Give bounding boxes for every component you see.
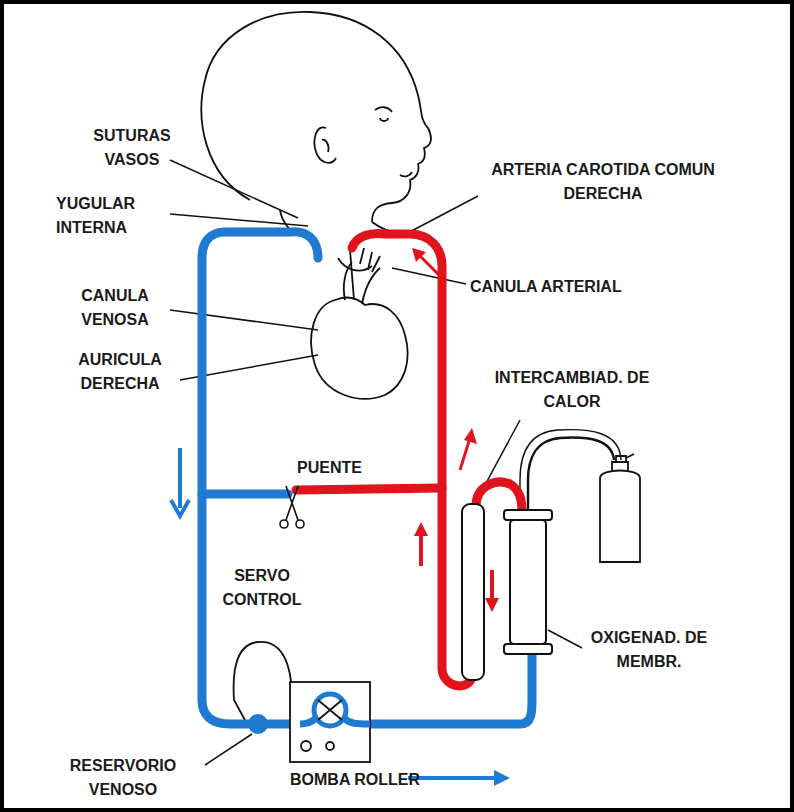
part-label: BOMBA ROLLER bbox=[290, 768, 420, 792]
servo-wire bbox=[234, 642, 292, 722]
baby-figure bbox=[201, 12, 431, 399]
part-label: AURICULA DERECHA bbox=[58, 348, 182, 396]
leader-lines bbox=[170, 160, 582, 765]
part-label: SUTURAS VASOS bbox=[82, 124, 182, 172]
venous-reservoir bbox=[248, 714, 268, 734]
part-label: CANULA VENOSA bbox=[60, 284, 170, 332]
part-label: INTERCAMBIAD. DE CALOR bbox=[492, 366, 652, 414]
part-label: YUGULAR INTERNA bbox=[56, 192, 166, 240]
bridge-clamp bbox=[280, 486, 304, 528]
venous-tubing bbox=[202, 232, 532, 724]
part-label: SERVO CONTROL bbox=[212, 564, 312, 612]
heat-exchanger bbox=[462, 504, 484, 680]
part-label: RESERVORIO VENOSO bbox=[44, 754, 202, 802]
flow-arrows bbox=[171, 248, 510, 786]
part-label: ARTERIA CAROTIDA COMUN DERECHA bbox=[478, 158, 728, 206]
part-label: OXIGENAD. DE MEMBR. bbox=[580, 626, 718, 674]
roller-pump bbox=[290, 682, 370, 762]
arterial-tubing bbox=[296, 234, 522, 686]
part-label: CANULA ARTERIAL bbox=[470, 275, 622, 299]
membrane-oxygenator bbox=[504, 510, 552, 654]
part-label: PUENTE bbox=[297, 456, 362, 480]
